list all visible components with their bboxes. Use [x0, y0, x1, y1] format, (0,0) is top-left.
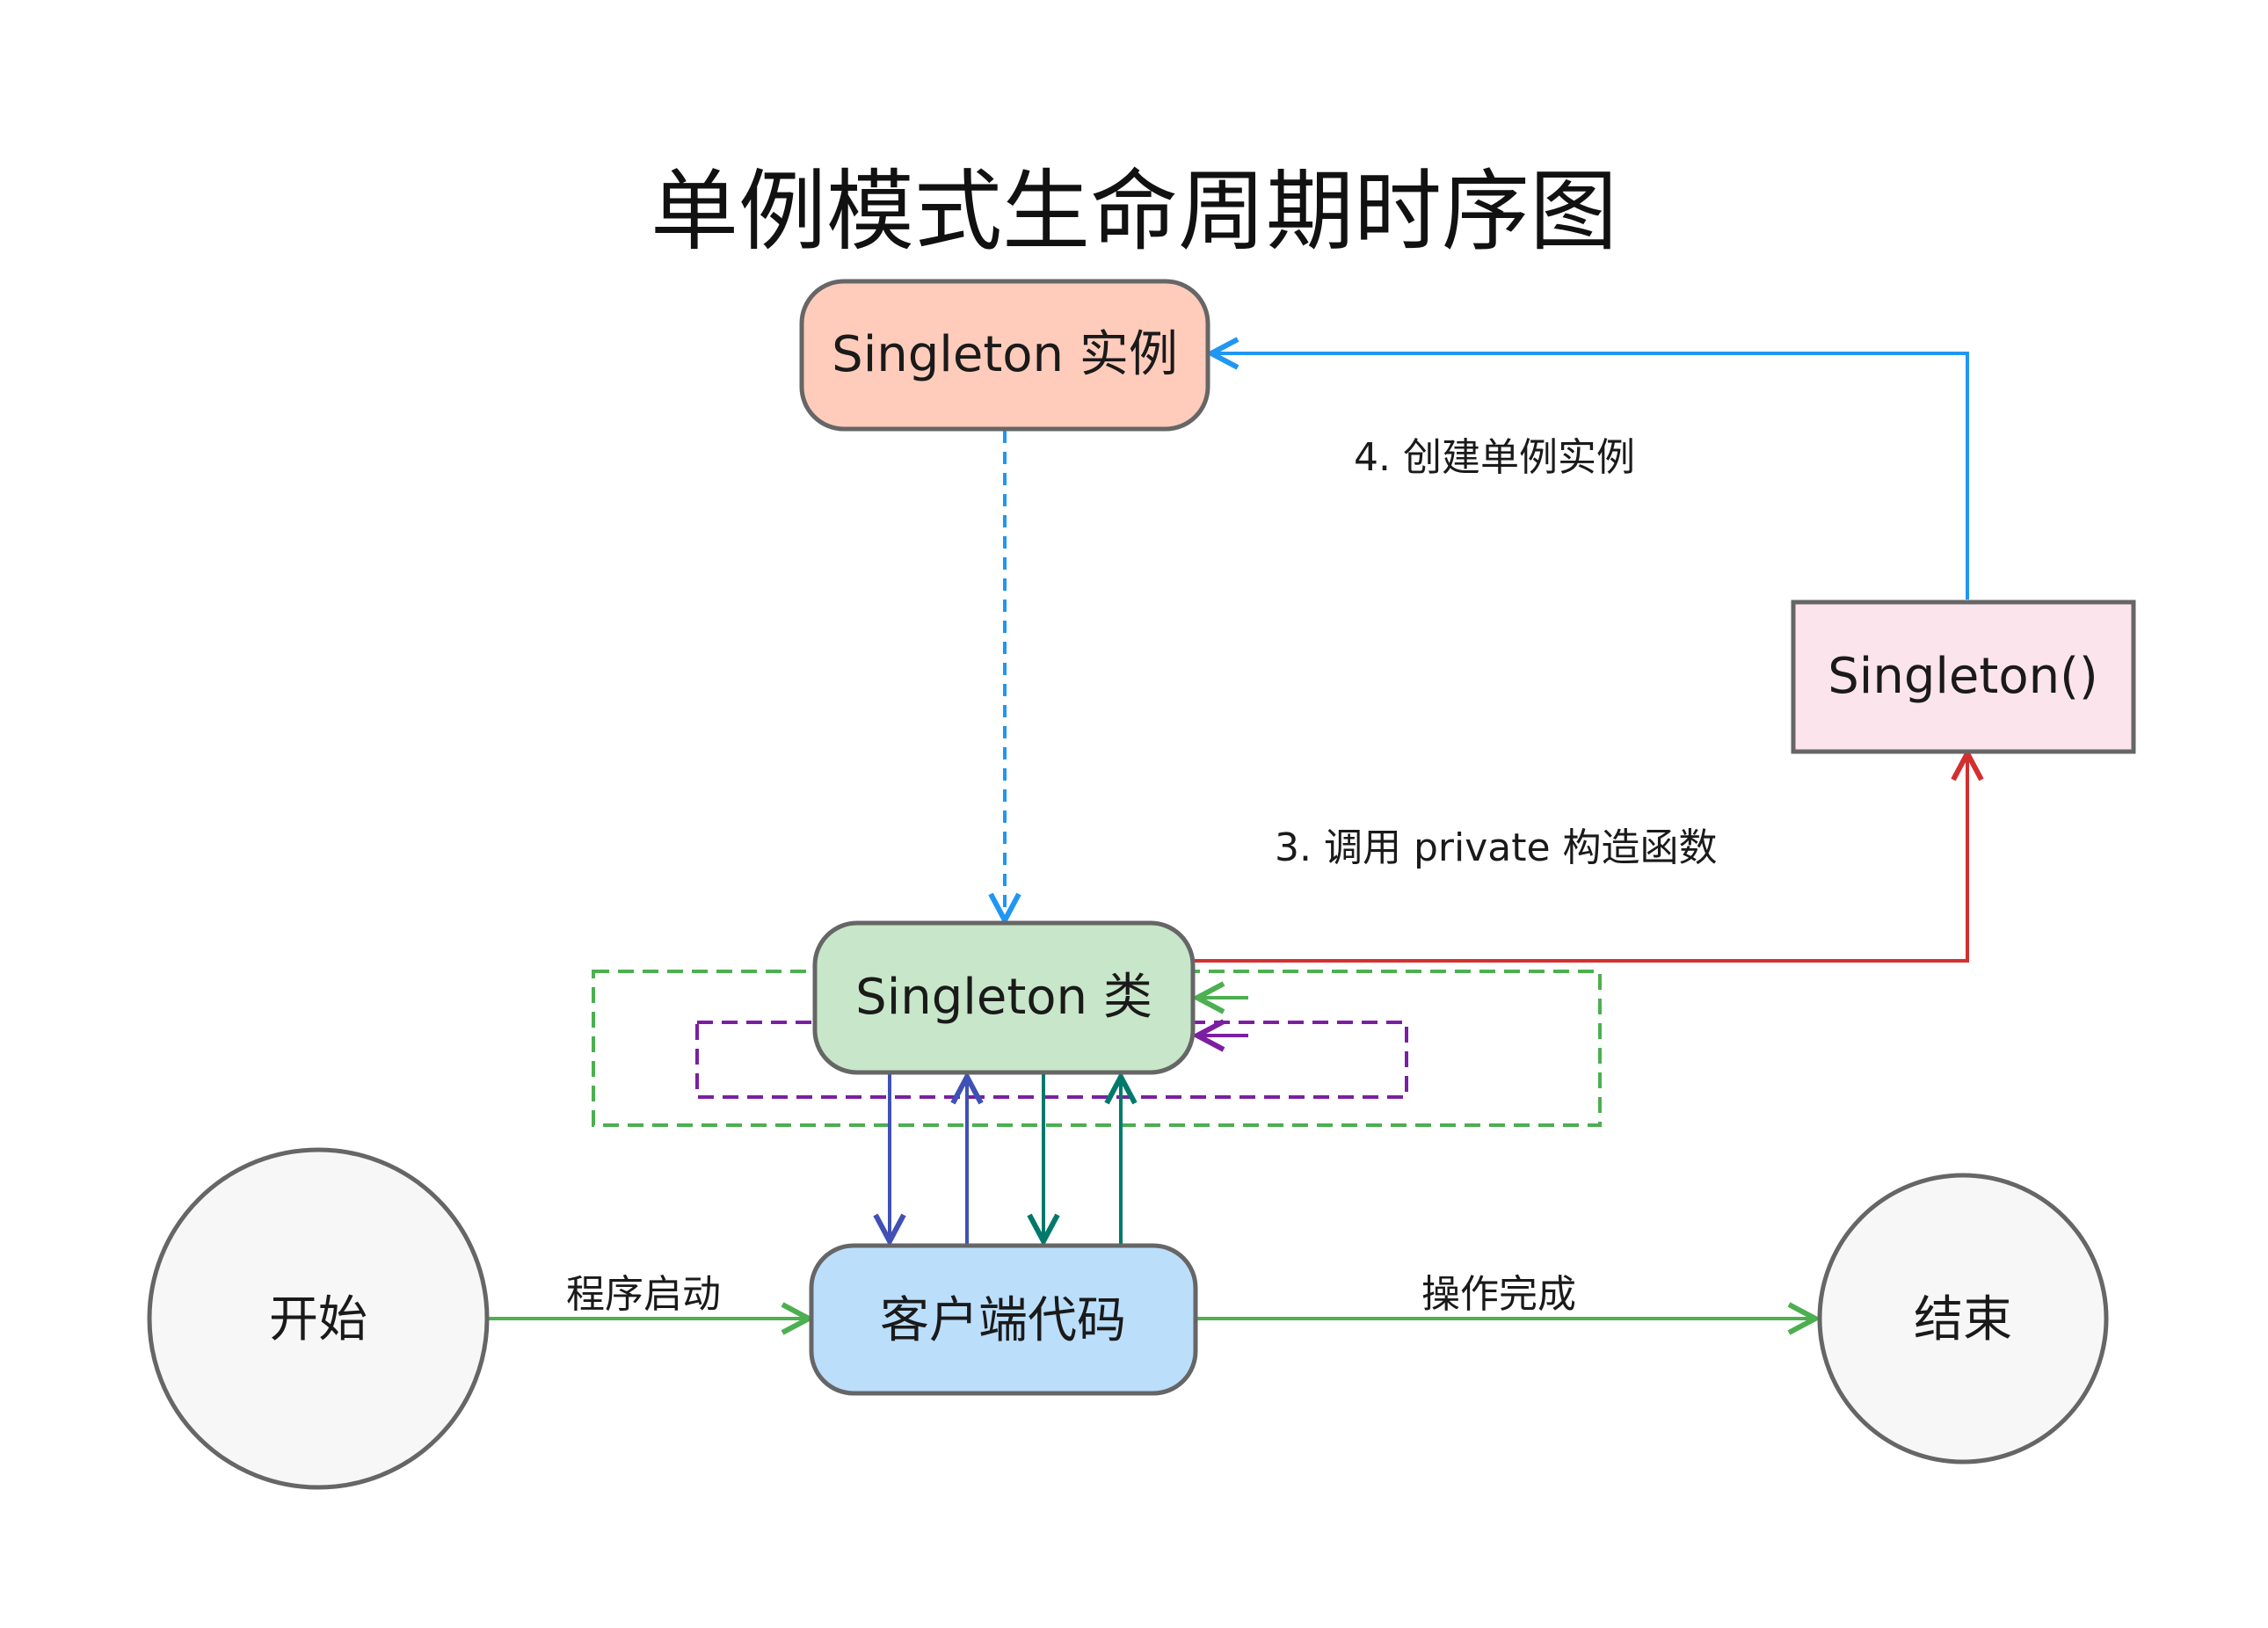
edge-create-instance	[1211, 353, 1969, 600]
node-constructor: Singleton()	[1791, 600, 2136, 754]
edge-label-program-start: 程序启动	[566, 1272, 721, 1317]
edge-label-call-private-constructor: 3. 调用 private 构造函数	[1275, 825, 1718, 870]
end-label: 结束	[1914, 1291, 2012, 1348]
singleton-instance-box	[799, 279, 1210, 432]
end-circle	[1817, 1173, 2109, 1464]
edge-call-private-constructor	[1193, 753, 1967, 963]
node-start: 开始	[147, 1147, 490, 1490]
singleton-class-box	[812, 920, 1196, 1075]
node-client-code: 客户端代码	[809, 1243, 1198, 1396]
singleton-class-label: Singleton 类	[855, 969, 1152, 1026]
constructor-box	[1791, 600, 2136, 754]
edge-label-create-instance: 4. 创建单例实例	[1354, 435, 1635, 480]
node-end: 结束	[1817, 1173, 2109, 1464]
client-code-box	[809, 1243, 1198, 1396]
start-circle	[147, 1147, 490, 1490]
constructor-label: Singleton()	[1828, 648, 2098, 705]
diagram-title: 单例模式生命周期时序图	[651, 160, 1617, 263]
node-singleton-instance: Singleton 实例	[799, 279, 1210, 432]
node-singleton-class: Singleton 类	[812, 920, 1196, 1075]
singleton-instance-label: Singleton 实例	[832, 326, 1178, 383]
client-code-label: 客户端代码	[880, 1292, 1126, 1349]
edge-label-operation-done: 操作完成	[1421, 1272, 1576, 1317]
start-label: 开始	[269, 1291, 367, 1348]
